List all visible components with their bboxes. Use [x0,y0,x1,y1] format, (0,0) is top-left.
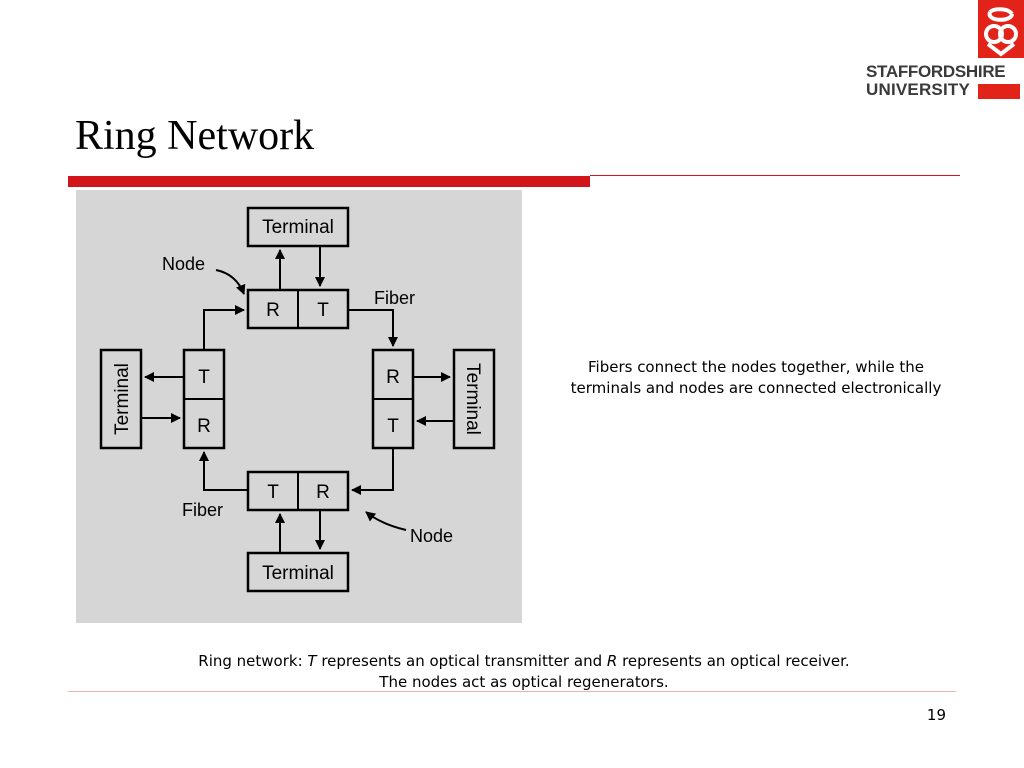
right-node-transmitter: T [387,416,399,437]
logo-line-2: UNIVERSITY [866,80,971,99]
bottom-node-transmitter: T [267,482,279,503]
fiber-left-to-top [203,305,245,350]
left-node-receiver: R [197,416,211,437]
ring-diagram-svg: Terminal R T Node Fiber R T Terminal T R [99,206,496,593]
bottom-terminal-label: Terminal [262,563,334,584]
caption-middle: represents an optical transmitter and [316,652,607,670]
right-node-receiver: R [386,367,400,388]
caption-r-letter: R [606,652,618,670]
bottom-node-label: Node [410,526,453,546]
figure-caption: Ring network: T represents an optical tr… [80,651,968,693]
caption-t-letter: T [307,652,317,670]
top-node-label: Node [162,254,205,274]
side-note-line-2: terminals and nodes are connected electr… [570,379,942,397]
right-terminal-box [452,348,496,450]
top-terminal-label: Terminal [262,217,334,238]
footer-rule [68,691,956,692]
fiber-right-to-bottom [351,448,394,495]
title-rule-thin [590,175,960,176]
ring-network-diagram: Terminal R T Node Fiber R T Terminal T R [76,190,522,623]
knot-emblem-icon [978,0,1024,58]
logo-red-bar [978,84,1020,99]
right-terminal-label: Terminal [462,363,483,435]
caption-suffix: represents an optical receiver. [617,652,850,670]
bottom-terminal-box [246,551,350,593]
top-node-transmitter: T [317,300,329,321]
side-note-line-1: Fibers connect the nodes together, while… [587,358,925,376]
logo-line-1: STAFFORDSHIRE [866,62,1006,81]
page-number: 19 [926,706,946,724]
fiber-bottom-to-left [199,451,248,491]
left-terminal-label: Terminal [112,363,133,435]
fiber-top-to-right [348,309,398,347]
top-node-receiver: R [266,300,280,321]
side-note: Fibers connect the nodes together, while… [540,357,972,399]
top-terminal-box [246,206,350,248]
caption-prefix: Ring network: [198,652,308,670]
slide-title: Ring Network [75,113,315,159]
bottom-node-receiver: R [316,482,330,503]
left-terminal-box [99,348,143,450]
bottom-fiber-label: Fiber [182,500,223,520]
top-fiber-label: Fiber [374,288,415,308]
title-rule-thick [68,176,590,187]
university-logo: STAFFORDSHIRE UNIVERSITY [860,0,1024,104]
caption-line-2: The nodes act as optical regenerators. [379,673,669,691]
left-node-transmitter: T [198,367,210,388]
caption-line-1: Ring network: T represents an optical tr… [80,651,968,672]
